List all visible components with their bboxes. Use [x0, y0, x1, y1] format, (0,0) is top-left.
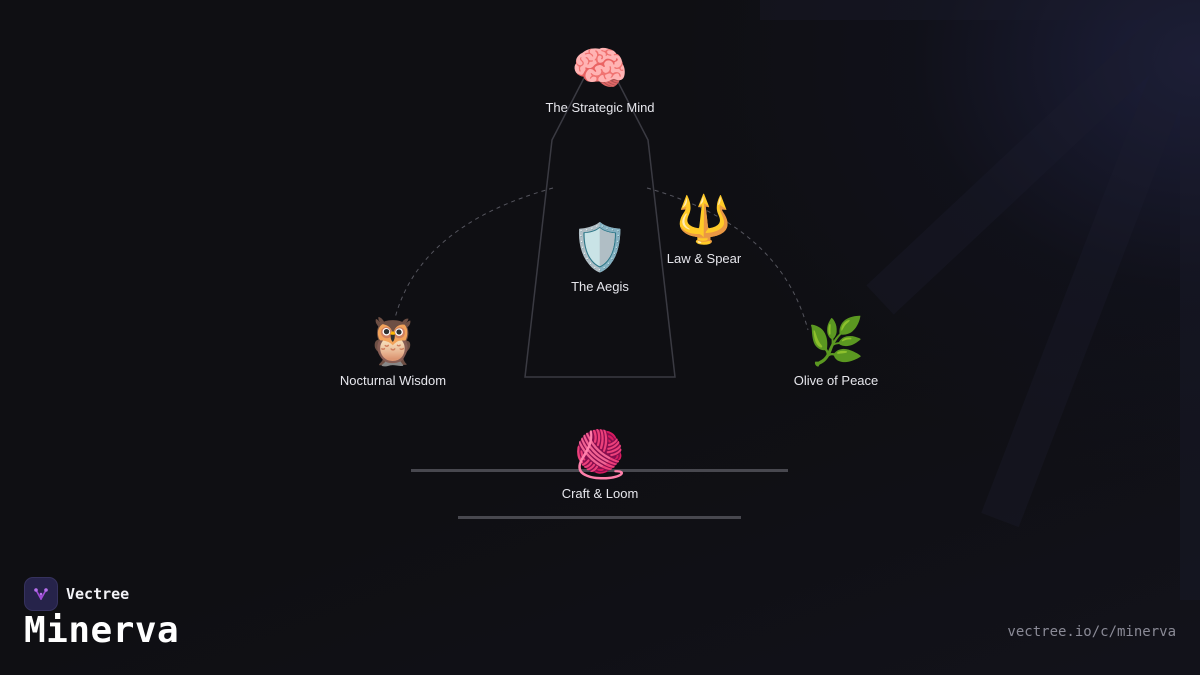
yarn-icon: 🧶: [571, 428, 629, 480]
vectree-logo-icon: [24, 577, 58, 611]
brand[interactable]: Vectree: [24, 577, 129, 611]
figure-outline: [524, 77, 676, 378]
node-label-strategic-mind: The Strategic Mind: [545, 100, 655, 115]
node-law-spear[interactable]: 🔱 Law & Spear: [594, 189, 814, 266]
node-label-olive-peace: Olive of Peace: [793, 373, 879, 388]
herb-icon: 🌿: [807, 315, 865, 367]
page-url[interactable]: vectree.io/c/minerva: [1007, 624, 1176, 640]
node-label-aegis: The Aegis: [571, 279, 629, 294]
node-label-craft-loom: Craft & Loom: [561, 486, 639, 501]
node-olive-peace[interactable]: 🌿 Olive of Peace: [726, 311, 946, 388]
page-title: Minerva: [24, 610, 180, 651]
node-aegis[interactable]: 🛡️ The Aegis: [490, 217, 710, 294]
brand-name: Vectree: [66, 585, 130, 603]
shield-icon: 🛡️: [571, 221, 629, 273]
node-strategic-mind[interactable]: 🧠 The Strategic Mind: [490, 38, 710, 115]
brain-icon: 🧠: [571, 42, 629, 94]
trident-icon: 🔱: [675, 193, 733, 245]
connector-left-arc: [394, 187, 554, 319]
node-label-nocturnal-wisdom: Nocturnal Wisdom: [339, 373, 447, 388]
node-nocturnal-wisdom[interactable]: 🦉 Nocturnal Wisdom: [283, 311, 503, 388]
owl-icon: 🦉: [364, 315, 422, 367]
node-craft-loom[interactable]: 🧶 Craft & Loom: [490, 424, 710, 501]
node-label-law-spear: Law & Spear: [666, 251, 742, 266]
connector-right-arc: [646, 187, 809, 331]
